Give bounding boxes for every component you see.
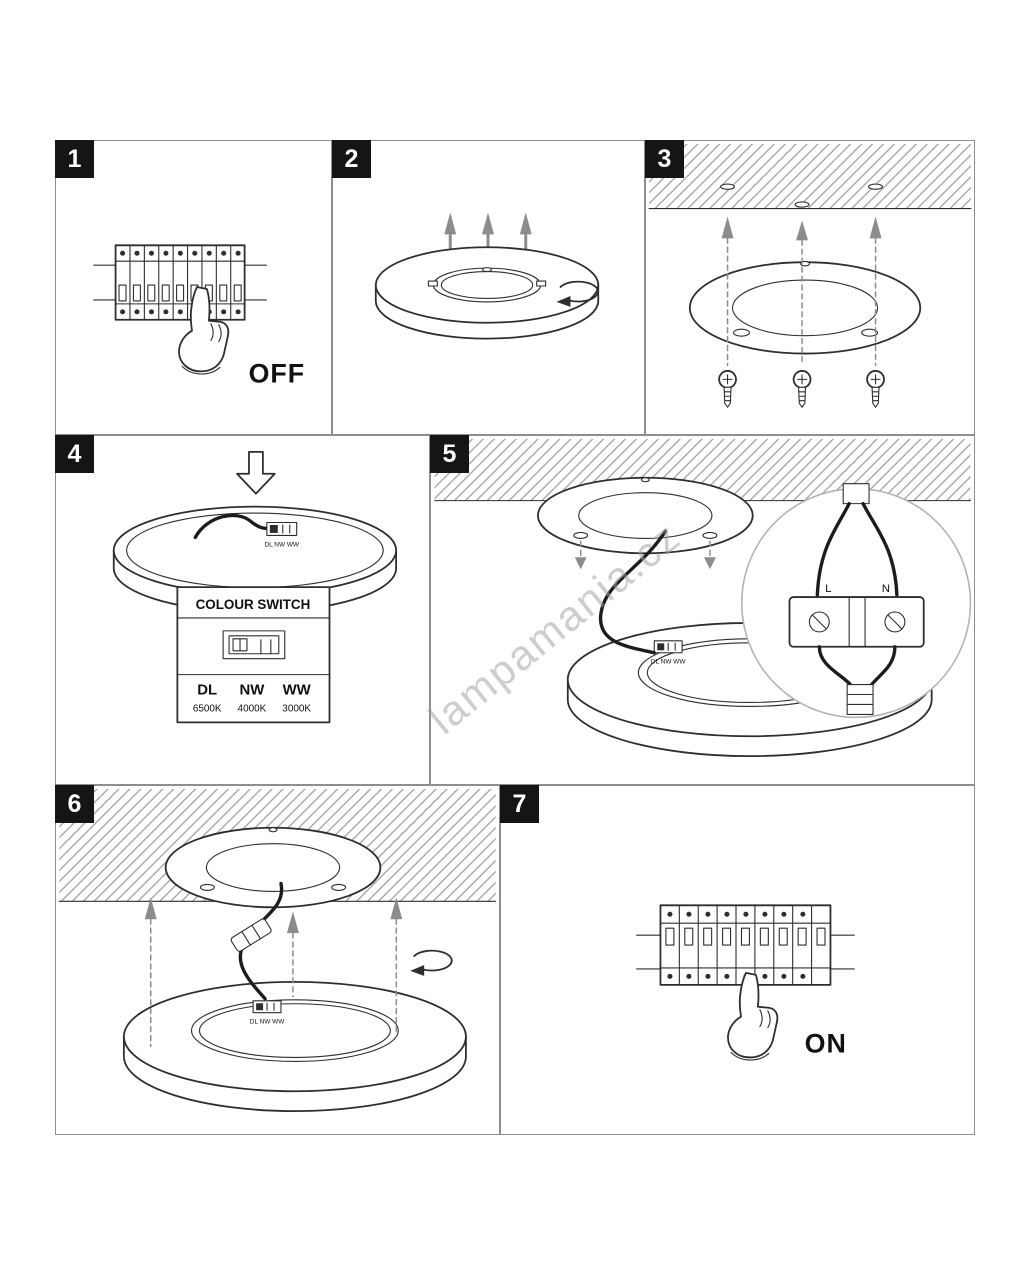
colour-switch-icon: DL NW WW <box>265 521 300 548</box>
step-6-illustration: DL NW WW <box>58 788 497 1113</box>
step-2-illustration <box>374 212 600 340</box>
temp-ww: 3000K <box>282 703 311 714</box>
terminal-l-label: L <box>825 583 831 595</box>
step-5-panel: 5 <box>430 435 975 785</box>
step-2-number: 2 <box>332 140 371 178</box>
ceiling-lamp-icon <box>374 246 600 340</box>
step-1-panel: 1 <box>55 140 332 435</box>
terminal-n-label: N <box>882 583 890 595</box>
step-1-illustration: OFF <box>93 244 306 388</box>
screw-guide-arrows <box>721 216 882 367</box>
step-3-panel: 3 <box>645 140 975 435</box>
press-down-arrow-icon <box>236 451 276 495</box>
pointing-hand-icon <box>178 286 230 375</box>
step-4-number: 4 <box>55 435 94 473</box>
step-1-number: 1 <box>55 140 94 178</box>
mode-ww: WW <box>283 683 312 699</box>
colour-switch-callout: COLOUR SWITCH DL NW WW 6500K 4000K 3000K <box>176 586 331 724</box>
fix-arrows <box>574 540 716 570</box>
step-5-number: 5 <box>430 435 469 473</box>
step-3-number: 3 <box>645 140 684 178</box>
off-label: OFF <box>249 358 306 388</box>
step-7-illustration: ON <box>636 904 855 1061</box>
callout-title: COLOUR SWITCH <box>196 597 311 612</box>
screw-icon <box>792 370 812 408</box>
ceiling-lamp-icon: DL NW WW <box>112 505 398 613</box>
step-6-number: 6 <box>55 785 94 823</box>
power-wire <box>598 529 667 655</box>
wire-connector-icon <box>230 918 272 952</box>
pointing-hand-icon <box>727 972 779 1061</box>
lift-arrows <box>144 897 403 1048</box>
slide-switch-icon <box>222 630 286 660</box>
step-4-illustration: DL NW WW COLOUR SWITCH DL NW WW 6500K 40 <box>112 451 398 724</box>
step-3-illustration <box>648 143 972 408</box>
step-4-panel: 4 DL NW WW COLOUR SWITCH <box>55 435 430 785</box>
temp-nw: 4000K <box>238 703 267 714</box>
ceiling-hatch <box>649 143 971 209</box>
alignment-notch <box>640 477 650 483</box>
terminal-block-icon <box>788 596 925 648</box>
mode-dl: DL <box>197 683 217 699</box>
junction-magnifier: L N <box>740 483 972 719</box>
rotation-arrow-icon <box>410 949 453 976</box>
mounting-plate-icon <box>164 826 382 909</box>
on-label: ON <box>805 1028 847 1058</box>
power-wire <box>193 513 269 540</box>
temp-dl: 6500K <box>193 703 222 714</box>
breaker-levers-on <box>665 927 826 946</box>
breaker-levers-off <box>118 284 242 302</box>
step-7-panel: 7 <box>500 785 975 1135</box>
mounting-plate-icon <box>688 260 922 355</box>
switch-label: DL NW WW <box>250 1019 285 1026</box>
circuit-breaker-icon <box>93 244 268 321</box>
step-7-number: 7 <box>500 785 539 823</box>
step-5-illustration: DL NW WW L N <box>433 438 972 758</box>
rotation-arrow-icon <box>556 280 599 307</box>
cable-sleeve-top <box>842 483 870 505</box>
switch-label: DL NW WW <box>651 659 686 666</box>
screw-icon <box>718 370 737 408</box>
cable-sleeve-bottom <box>846 684 874 715</box>
step-2-panel: 2 <box>332 140 645 435</box>
screw-icon <box>866 370 885 408</box>
colour-switch-icon: DL NW WW <box>651 640 686 666</box>
step-6-panel: 6 <box>55 785 500 1135</box>
switch-label: DL NW WW <box>265 541 300 548</box>
alignment-notch <box>268 827 278 833</box>
ceiling-drill-holes <box>720 183 884 208</box>
ceiling-lamp-icon: DL NW WW <box>122 980 467 1113</box>
mounting-plate-icon <box>537 476 754 555</box>
mode-nw: NW <box>240 683 266 699</box>
colour-switch-icon: DL NW WW <box>250 1000 285 1026</box>
alignment-notch <box>481 267 493 273</box>
